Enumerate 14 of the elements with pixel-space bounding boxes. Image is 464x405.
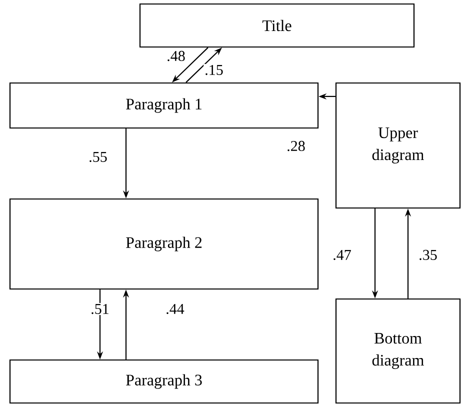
text-box: Paragraph 3 bbox=[9, 359, 319, 404]
text-box: Paragraph 1 bbox=[9, 82, 319, 129]
edge-label: .15 bbox=[204, 64, 224, 76]
edge-label: .55 bbox=[88, 150, 108, 164]
edge-label: .48 bbox=[166, 50, 186, 62]
edge-label: .35 bbox=[418, 248, 438, 262]
text-box: Title bbox=[139, 3, 415, 48]
text-box: Bottom diagram bbox=[335, 298, 461, 404]
edge-label: .44 bbox=[164, 302, 186, 316]
text-box: Upper diagram bbox=[335, 82, 461, 209]
text-box: Paragraph 2 bbox=[9, 198, 319, 290]
edge-label: .47 bbox=[332, 248, 352, 262]
edge-label: .28 bbox=[286, 140, 306, 152]
edge-label: .51 bbox=[90, 302, 110, 316]
